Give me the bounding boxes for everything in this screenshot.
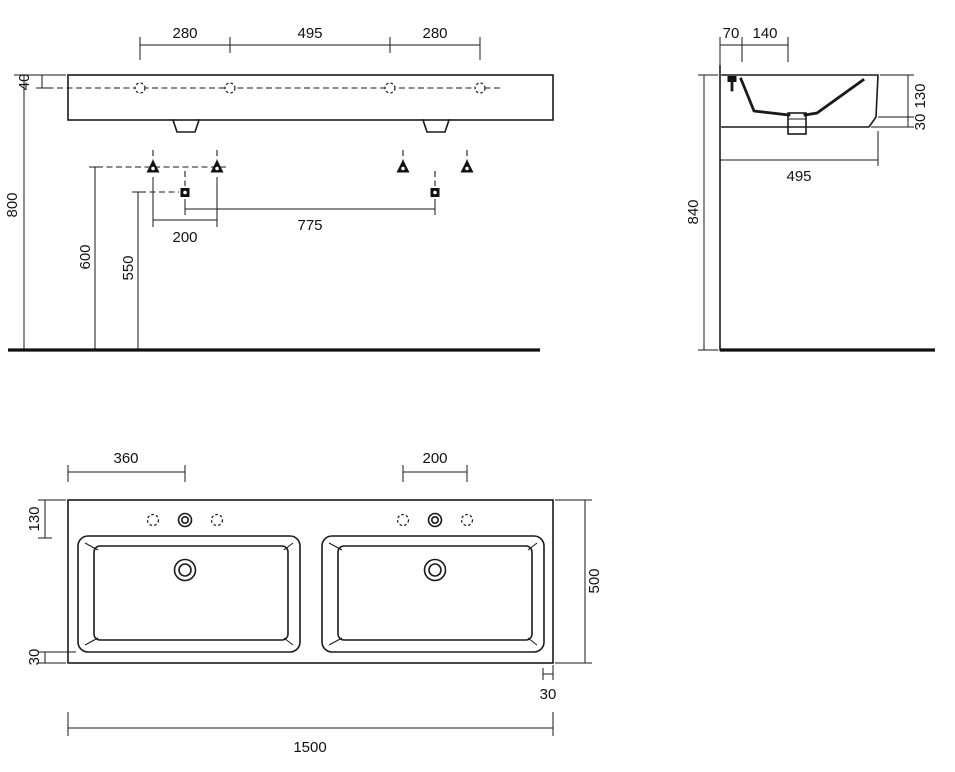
faucet-hole-plan-right-2 (427, 512, 443, 528)
right-bowl-bottom (337, 545, 533, 641)
dim-line-drain-span (184, 199, 436, 215)
bracket-dot-3 (401, 166, 405, 171)
dim-label-hole-right: 280 (422, 25, 447, 42)
dim-line-body-depth (871, 74, 914, 128)
dim-label-hole-depth: 140 (752, 25, 777, 42)
drain-boss-left (171, 118, 201, 133)
dim-line-width (67, 712, 554, 736)
drain-dot-left (183, 190, 187, 195)
dim-label-width: 1500 (293, 739, 326, 756)
faucet-hole-front-4 (474, 82, 486, 94)
dim-label-wall-offset: 70 (723, 25, 740, 42)
dim-label-edge-right: 30 (540, 686, 557, 703)
bracket-dot-4 (465, 166, 469, 171)
right-bowl-corner-edges (328, 542, 538, 646)
dim-line-drain-offset (67, 465, 186, 482)
faucet-hole-plan-right-3 (460, 513, 474, 527)
faucet-hole-plan-left-2 (177, 512, 193, 528)
drain-plan-right-inner (428, 563, 442, 577)
dim-label-bracket-span: 200 (172, 229, 197, 246)
front-elevation-view: 280 495 280 40 800 600 550 775 (4, 25, 554, 352)
dim-line-bracket-span (152, 177, 218, 227)
dim-label-drain-span: 775 (297, 217, 322, 234)
dim-label-edge-left: 30 (26, 649, 43, 666)
dim-label-body-depth: 130 (912, 83, 929, 108)
faucet-hole-plan-left-1 (146, 513, 160, 527)
dim-label-deck: 130 (26, 506, 43, 531)
faucet-hole-plan-left-3 (210, 513, 224, 527)
construction-lines (97, 150, 468, 193)
drain-dot-right (433, 190, 437, 195)
drain-boss-right (421, 118, 451, 133)
dim-label-rim-height: 800 (4, 192, 21, 217)
left-bowl-bottom (93, 545, 289, 641)
drain-plan-right-outer (423, 558, 447, 582)
left-bowl-corner-edges (84, 542, 294, 646)
dim-label-hole-center: 495 (297, 25, 322, 42)
drain-plan-left-outer (173, 558, 197, 582)
drain-plan-left-inner (178, 563, 192, 577)
dim-label-bracket-height: 600 (77, 244, 94, 269)
faucet-hole-front-1 (134, 82, 146, 94)
dim-line-edge-right (542, 665, 554, 680)
dim-line-plan-depth (555, 499, 592, 664)
bracket-symbol-2 (210, 159, 224, 173)
faucet-hole-plan-left-2-inner (181, 515, 190, 524)
dim-line-wall-offsets (719, 37, 789, 66)
bowl-section-walls (739, 77, 865, 117)
dim-label-plan-depth: 500 (586, 568, 603, 593)
faucet-hole-plan-right-2-inner (430, 515, 439, 524)
dim-label-lip: 30 (912, 114, 929, 131)
faucet-hole-plan-right-1 (396, 513, 410, 527)
bracket-symbol-4 (460, 159, 474, 173)
basin-plan-outline (67, 499, 554, 664)
plan-view: 360 200 130 30 500 30 1500 (26, 450, 603, 756)
dim-line-hole-spacing (139, 37, 481, 60)
dim-line-total-height (698, 74, 718, 351)
dim-line-depth (719, 131, 879, 166)
dim-label-hole-span: 200 (422, 450, 447, 467)
dim-line-hole-span (402, 465, 468, 482)
bracket-dot-1 (151, 166, 155, 171)
faucet-hole-section (727, 76, 737, 82)
dim-label-depth: 495 (786, 168, 811, 185)
basin-front-outline (67, 74, 554, 121)
bracket-dot-2 (215, 166, 219, 171)
dim-line-deck (38, 499, 66, 539)
dim-label-total-height: 840 (685, 199, 702, 224)
faucet-hole-front-3 (384, 82, 396, 94)
bracket-symbol-1 (146, 159, 160, 173)
left-bowl-rim (77, 535, 301, 653)
right-bowl-rim (321, 535, 545, 653)
bracket-symbol-3 (396, 159, 410, 173)
drain-section (787, 112, 807, 135)
dim-label-hole-left: 280 (172, 25, 197, 42)
side-section-view: 70 140 130 30 495 840 (685, 25, 935, 352)
dim-line-edge-left (38, 651, 76, 664)
dim-label-drain-offset: 360 (113, 450, 138, 467)
dim-label-drain-height: 550 (120, 255, 137, 280)
basin-section-outline (721, 74, 879, 128)
faucet-hole-front-2 (224, 82, 236, 94)
